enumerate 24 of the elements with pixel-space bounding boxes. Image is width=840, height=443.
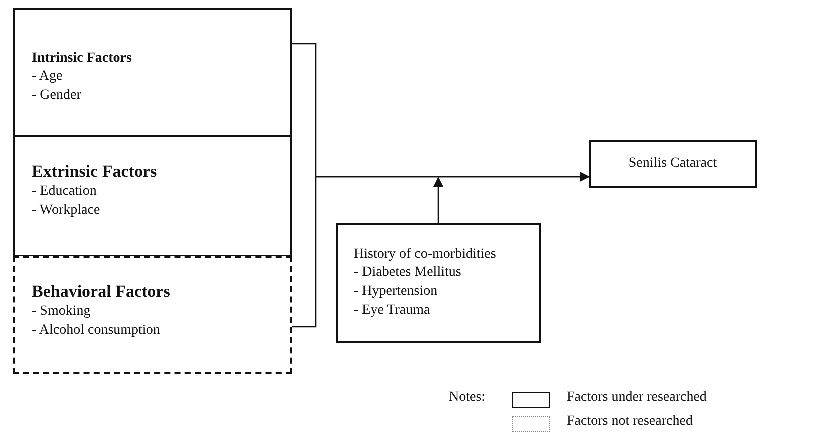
- box-heading: History of co-morbidities: [354, 246, 496, 264]
- list-item: - Age: [32, 68, 63, 86]
- box-heading: Intrinsic Factors: [32, 50, 132, 68]
- list-item: - Workplace: [32, 202, 100, 220]
- list-item: - Smoking: [32, 303, 91, 322]
- list-item: - Alcohol consumption: [32, 322, 160, 340]
- legend-text: Factors not researched: [567, 414, 693, 430]
- factor-box: [13, 135, 292, 257]
- box-heading: Senilis Cataract: [628, 154, 718, 173]
- box-heading: Behavioral Factors: [32, 281, 170, 304]
- list-item: - Hypertension: [354, 282, 438, 301]
- factor-box: [336, 223, 541, 343]
- list-item: - Education: [32, 183, 97, 202]
- dashed-box: [13, 256, 292, 374]
- notes-label: Notes:: [449, 390, 486, 406]
- arrow: [434, 177, 444, 223]
- box-heading: Extrinsic Factors: [32, 161, 158, 184]
- legend-text: Factors under researched: [567, 390, 707, 406]
- factor-box: [13, 8, 292, 137]
- arrow: [292, 172, 590, 328]
- factor-box: [589, 140, 757, 188]
- list-item: - Diabetes Mellitus: [354, 264, 462, 282]
- list-item: - Eye Trauma: [354, 302, 430, 320]
- list-item: - Gender: [32, 86, 82, 105]
